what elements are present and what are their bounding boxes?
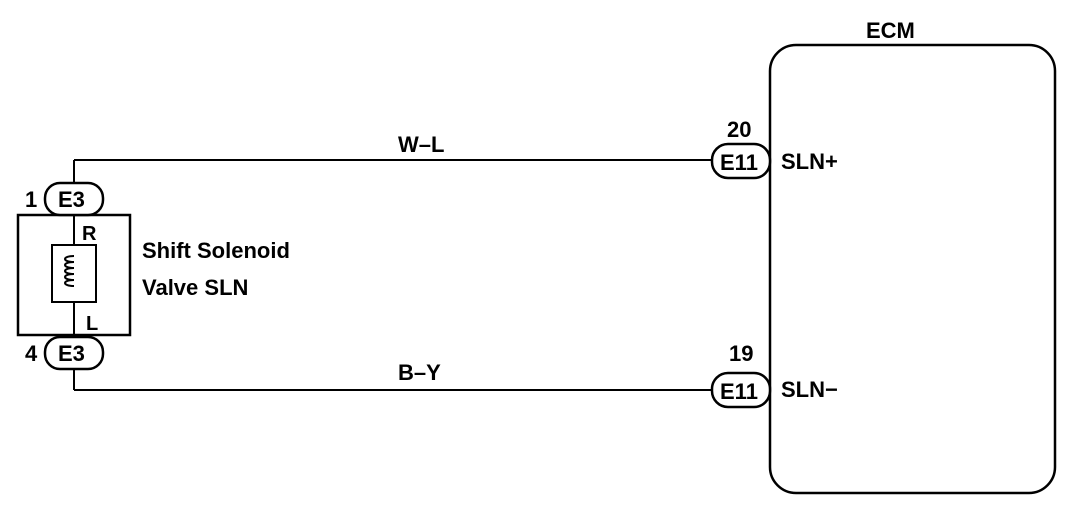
ecm-title: ECM	[866, 18, 915, 43]
solenoid-coil-box	[51, 244, 97, 303]
solenoid-connector-bottom	[43, 335, 105, 371]
ecm-connector-bottom-label: E11	[720, 379, 758, 404]
ecm-pin-plus-label: SLN+	[781, 149, 838, 174]
ecm-connector-top-label: E11	[720, 150, 758, 175]
wire-bottom-color-code: B–Y	[398, 360, 441, 385]
solenoid-terminal-bottom: L	[86, 313, 98, 335]
solenoid-pin-bottom-number: 4	[25, 341, 38, 366]
solenoid-connector-top	[43, 181, 105, 217]
solenoid-connector-top-label: E3	[58, 187, 85, 212]
solenoid-terminal-top: R	[82, 223, 97, 245]
ecm-pin-bottom-number: 19	[729, 341, 753, 366]
solenoid-pin-top-number: 1	[25, 187, 37, 212]
solenoid-label-line1: Shift Solenoid	[142, 238, 290, 263]
ecm-connector-bottom	[710, 371, 772, 409]
coil-icon	[64, 255, 75, 287]
ecm-connector-top	[710, 142, 772, 180]
ecm-pin-minus-label: SLN−	[781, 377, 838, 402]
solenoid-label-line2: Valve SLN	[142, 275, 248, 300]
ecm-pin-top-number: 20	[727, 117, 751, 142]
wire-top-color-code: W–L	[398, 132, 444, 157]
ecm-box	[768, 43, 1057, 495]
solenoid-connector-bottom-label: E3	[58, 341, 85, 366]
